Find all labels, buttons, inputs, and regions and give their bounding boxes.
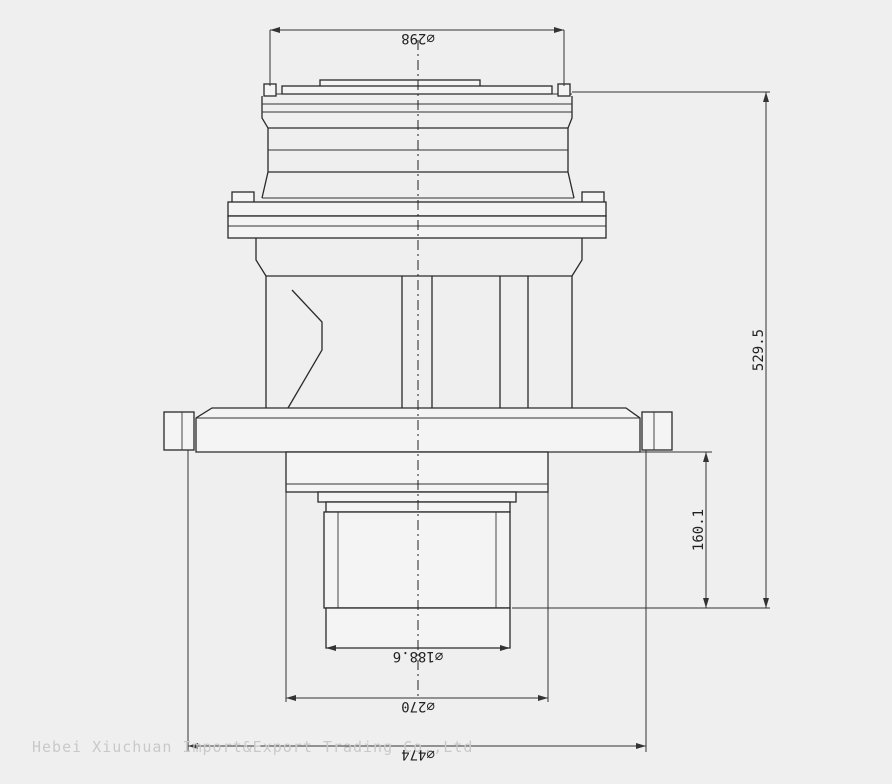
dim-shaft-diameter: ⌀188.6 [326,645,510,664]
shaft-diameter-label: ⌀188.6 [393,648,444,664]
output-shaft [323,511,511,649]
flange-diameter-label: ⌀474 [401,746,435,762]
dim-flange-diameter: ⌀474 [187,450,647,762]
pilot-diameter-label: ⌀270 [401,698,435,714]
lower-pilot [285,451,549,513]
lower-height-label: 160.1 [691,509,707,551]
dim-overall-height: 529.5 [512,91,770,609]
top-diameter-label: ⌀298 [401,30,435,46]
dim-pilot-diameter: ⌀270 [285,492,549,714]
dim-top-diameter: ⌀298 [269,27,565,86]
mounting-flange [163,407,673,453]
mid-flange [227,191,607,277]
dim-lower-height: 160.1 [548,451,712,608]
overall-height-label: 529.5 [751,329,767,371]
watermark: Hebei Xiuchuan Import&Export Trading Co.… [32,738,473,756]
top-cap [261,79,575,199]
body [265,276,573,409]
